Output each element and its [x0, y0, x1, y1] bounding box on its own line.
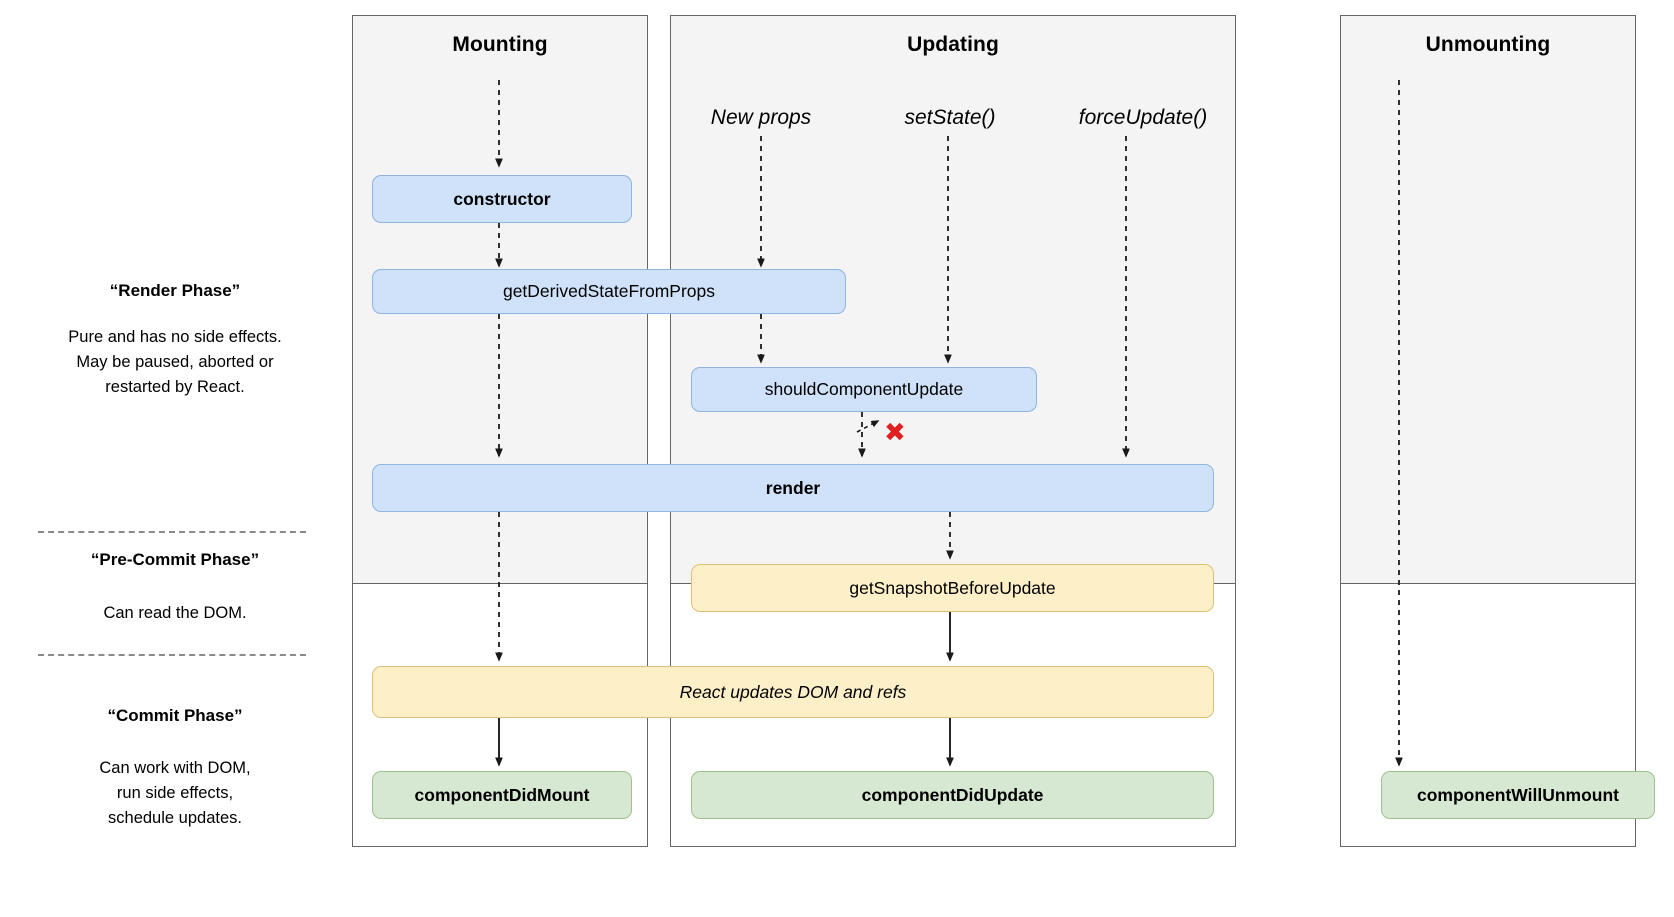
trigger-label-new-props: New props	[710, 106, 812, 129]
phase-title-render: “Render Phase”	[109, 281, 241, 300]
phase-description-commit: Can work with DOM, run side effects, sch…	[99, 759, 251, 827]
node-react-updates-dom-and-refs[interactable]: React updates DOM and refs	[372, 666, 1214, 718]
node-component-will-unmount[interactable]: componentWillUnmount	[1381, 771, 1655, 819]
arrow-scu-false-branch	[856, 421, 878, 433]
phase-divider-mounting	[352, 583, 648, 584]
node-get-snapshot-before-update[interactable]: getSnapshotBeforeUpdate	[691, 564, 1214, 612]
phase-description-render: Pure and has no side effects. May be pau…	[68, 328, 282, 396]
phase-title-commit: “Commit Phase”	[107, 706, 243, 725]
phase-divider-unmounting	[1340, 583, 1636, 584]
phase-separator-top	[38, 531, 306, 533]
node-should-component-update[interactable]: shouldComponentUpdate	[691, 367, 1037, 412]
phase-description-pre-commit: Can read the DOM.	[103, 604, 247, 622]
column-title-updating: Updating	[907, 33, 999, 56]
node-render[interactable]: render	[372, 464, 1214, 512]
phase-separator-bottom	[38, 654, 306, 656]
column-title-mounting: Mounting	[452, 33, 548, 56]
phase-title-pre-commit: “Pre-Commit Phase”	[90, 550, 260, 569]
column-title-unmounting: Unmounting	[1425, 33, 1551, 56]
node-get-derived-state-from-props[interactable]: getDerivedStateFromProps	[372, 269, 846, 314]
should-component-update-false-icon: ✖	[884, 418, 906, 448]
node-component-did-mount[interactable]: componentDidMount	[372, 771, 632, 819]
node-component-did-update[interactable]: componentDidUpdate	[691, 771, 1214, 819]
node-constructor[interactable]: constructor	[372, 175, 632, 223]
trigger-label-set-state: setState()	[904, 106, 996, 129]
trigger-label-force-update: forceUpdate()	[1078, 106, 1208, 129]
